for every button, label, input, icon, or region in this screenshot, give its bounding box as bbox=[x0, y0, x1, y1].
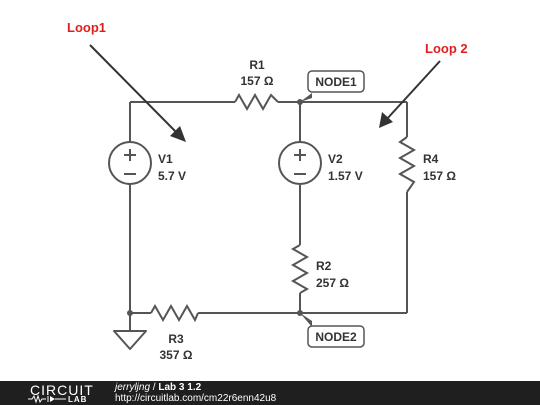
r1-name: R1 bbox=[249, 58, 265, 72]
resistor-r2-symbol bbox=[290, 244, 310, 294]
r3-value: 357 Ω bbox=[160, 348, 193, 362]
voltage-source-v2-symbol bbox=[278, 141, 322, 185]
r3-name: R3 bbox=[168, 332, 184, 346]
circuitlab-logo-subtext: LAB bbox=[68, 395, 88, 404]
v1-name: V1 bbox=[158, 152, 173, 166]
footer-circuit-title[interactable]: Lab 3 1.2 bbox=[158, 382, 202, 393]
resistor-r1-symbol bbox=[234, 92, 279, 112]
r4-name: R4 bbox=[423, 152, 439, 166]
footer-author-link[interactable]: jerryljng bbox=[115, 382, 151, 393]
footer-url-link[interactable]: http://circuitlab.com/cm22r6enn42u8 bbox=[115, 393, 277, 404]
junction-dot-ground bbox=[127, 310, 133, 316]
node2-flag: NODE2 bbox=[300, 313, 365, 348]
r2-name: R2 bbox=[316, 259, 332, 273]
loop1-arrowhead bbox=[170, 126, 186, 142]
loop1-label: Loop1 bbox=[67, 20, 106, 35]
v1-value: 5.7 V bbox=[158, 169, 186, 183]
resistor-r3-symbol bbox=[150, 303, 199, 323]
loop1-arrow bbox=[89, 44, 179, 135]
loop2-label: Loop 2 bbox=[425, 41, 468, 56]
r2-value: 257 Ω bbox=[316, 276, 349, 290]
footer-separator: / bbox=[150, 382, 159, 393]
node2-label: NODE2 bbox=[315, 330, 357, 344]
resistor-r4-symbol bbox=[397, 136, 417, 193]
node1-flag: NODE1 bbox=[300, 70, 365, 102]
r1-value: 157 Ω bbox=[241, 74, 274, 88]
node1-label: NODE1 bbox=[315, 75, 357, 89]
circuitlab-logo-text: CIRCUIT bbox=[30, 382, 94, 398]
r4-value: 157 Ω bbox=[423, 169, 456, 183]
footer-title-line: jerryljng / Lab 3 1.2 bbox=[115, 382, 201, 393]
loop2-arrow bbox=[385, 60, 441, 121]
v2-name: V2 bbox=[328, 152, 343, 166]
ground-icon bbox=[113, 313, 147, 350]
voltage-source-v1-symbol bbox=[108, 141, 152, 185]
v2-value: 1.57 V bbox=[328, 169, 363, 183]
footer-bar: CIRCUIT LAB jerryljng / Lab 3 1.2 http:/… bbox=[0, 381, 540, 405]
circuitlab-logo-icon bbox=[28, 394, 66, 404]
circuit-schematic: NODE1 NODE2 Loop1 Loop 2 R1 157 Ω V1 5.7… bbox=[67, 20, 468, 362]
loop2-arrowhead bbox=[379, 112, 393, 128]
